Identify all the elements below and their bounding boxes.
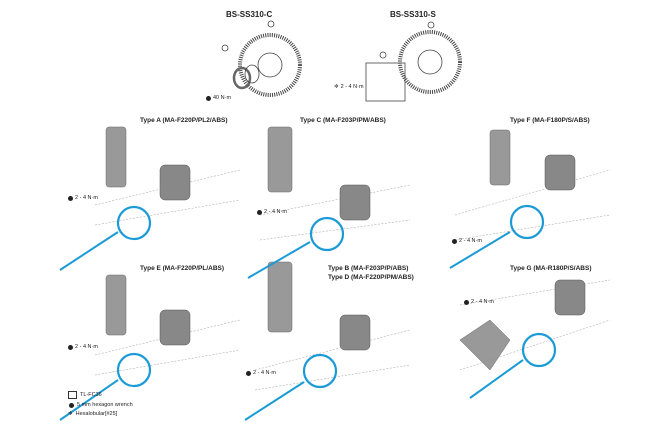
torque-a: 2 - 4 N·m [68, 195, 98, 201]
legend-hexalobular: ✲Hexalobular[#25] [68, 411, 118, 417]
type-d-title: Type D (MA-F220P/PM/ABS) [328, 274, 414, 281]
type-e-title: Type E (MA-F220P/PL/ABS) [140, 265, 225, 272]
leader-lines [94, 169, 611, 391]
torque-f: 2 - 4 N·m [452, 238, 482, 244]
calipers [159, 154, 586, 351]
hexalobular-icon: ✲ [334, 84, 339, 90]
highlight-arrows [59, 231, 524, 421]
disc-rotor-s [267, 20, 462, 102]
disc-rotor-c [221, 33, 302, 97]
torque-c: 2 - 4 N·m [257, 209, 287, 215]
legend-tool: TL-FC36 [68, 391, 102, 399]
legend-hex: 5 mm hexagon wrench [69, 402, 133, 408]
type-b-title: Type B (MA-F203P/P/ABS) [328, 265, 409, 272]
torque-disc-c: 40 N·m [206, 95, 231, 101]
header-bs-ss310-c: BS-SS310-C [226, 10, 273, 19]
torque-e: 2 - 4 N·m [68, 344, 98, 350]
type-a-title: Type A (MA-F220P/PL2/ABS) [140, 117, 228, 124]
tool-icon [68, 391, 77, 399]
hex-wrench-icon [69, 402, 74, 408]
type-f-title: Type F (MA-F180P/S/ABS) [510, 117, 590, 124]
type-c-title: Type C (MA-F203P/PM/ABS) [300, 117, 386, 124]
torque-g: 2 - 4 N·m [464, 299, 494, 305]
highlight-circles [116, 204, 557, 389]
torque-disc-s: ✲2 - 4 N·m [334, 84, 364, 90]
type-g-title: Type G (MA-R180P/S/ABS) [510, 265, 592, 272]
hexalobular-icon: ✲ [68, 411, 73, 417]
torque-b: 2 - 4 N·m [246, 370, 276, 376]
tool-icon [206, 95, 211, 101]
header-bs-ss310-s: BS-SS310-S [390, 10, 436, 19]
